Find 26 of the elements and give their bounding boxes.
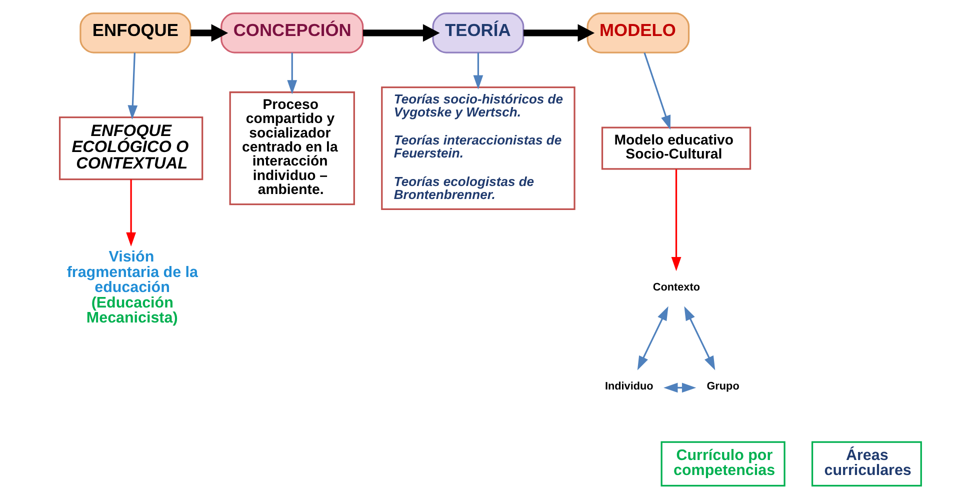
node-box: ENFOQUE ECOLÓGICO O CONTEXTUAL — [58, 116, 204, 180]
node-box: Proceso compartido y socializador centrado en la interacción individuo – ambiente. — [229, 90, 355, 205]
arrow — [190, 24, 228, 42]
node-text: Contexto — [652, 280, 700, 293]
node-box: Áreas curriculares — [811, 440, 922, 486]
node-box: TEORÍA — [432, 12, 524, 53]
arrow — [637, 306, 668, 370]
node-box: MODELO — [586, 12, 690, 53]
node-box: Modelo educativo Socio-Cultural — [601, 126, 752, 170]
arrow — [524, 24, 595, 42]
arrow — [287, 52, 298, 94]
arrow — [664, 382, 696, 392]
node-text: Visión fragmentaria de la educación (Educación Mecanicista) — [66, 248, 198, 326]
arrow — [671, 168, 682, 271]
node-box: CONCEPCIÓN — [220, 12, 364, 53]
node-box: Currículo por competencias — [660, 440, 786, 486]
arrow — [684, 306, 716, 370]
arrow — [644, 52, 671, 130]
node-text: Individuo — [604, 380, 654, 392]
node-box: ENFOQUE — [80, 12, 192, 53]
arrow — [363, 24, 440, 42]
arrow — [126, 178, 136, 246]
arrow — [473, 52, 484, 89]
node-box: Teorías socio-históricos de Vygotske y Wertsch. Teorías interaccionistas de Feuerstein. Teorías ecologistas de Brontenbrenner. — [381, 86, 576, 210]
arrow — [128, 52, 138, 119]
node-text: Grupo — [706, 380, 740, 392]
